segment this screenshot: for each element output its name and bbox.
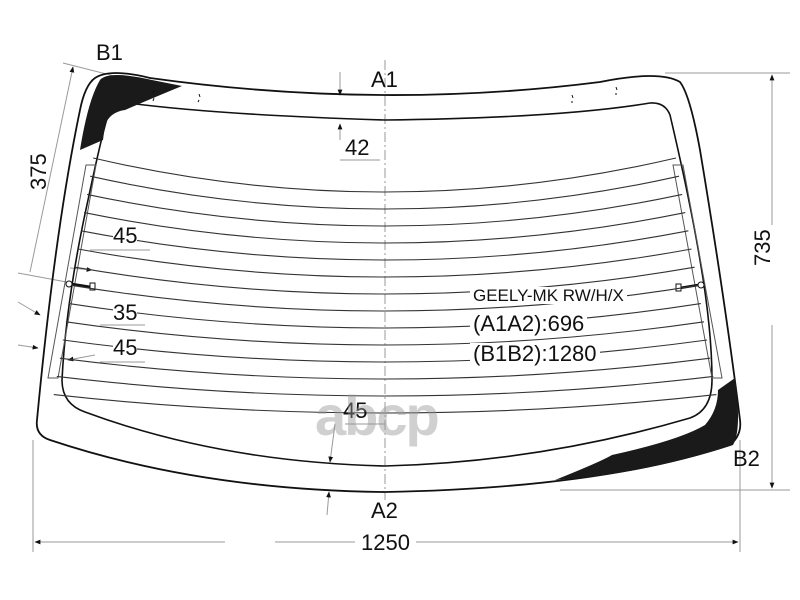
dimension-width: 1250	[355, 532, 416, 554]
part-code: GEELY-MK RW/H/X	[470, 287, 627, 304]
dimension-height: 735	[750, 225, 775, 270]
heater-line	[83, 212, 686, 244]
dimension-diagonal: 375	[26, 153, 51, 190]
heater-grid	[53, 157, 717, 414]
heater-line	[65, 321, 705, 346]
heater-line	[74, 266, 695, 295]
glass-inner-edge	[61, 101, 713, 467]
point-label-b2: B2	[733, 446, 760, 471]
point-label-b1: B1	[96, 40, 123, 65]
watermark-logo: abcp	[315, 384, 440, 447]
a1a2-measure: (A1A2):696	[470, 313, 588, 335]
heater-line	[56, 375, 714, 397]
busbar-right	[672, 164, 723, 379]
ceramic-corner-b1	[80, 75, 182, 150]
busbar-left	[47, 164, 97, 379]
connector-left	[65, 280, 96, 291]
fixing-marks	[152, 86, 618, 103]
dimension-side-offset-1: 45	[113, 223, 138, 248]
dimension-bottom-band: 45	[343, 398, 368, 423]
heater-line	[68, 303, 701, 329]
heater-line	[53, 394, 717, 414]
heater-line	[80, 230, 689, 261]
heater-line	[87, 193, 683, 227]
b1b2-measure: (B1B2):1280	[470, 343, 600, 365]
heater-line	[62, 339, 708, 363]
ceramic-corner-b2	[555, 378, 739, 480]
heater-line	[90, 175, 680, 210]
heater-line	[77, 248, 692, 278]
point-label-a2: A2	[371, 498, 398, 523]
heater-line	[59, 357, 711, 380]
dimension-side-offset-3: 45	[113, 335, 138, 360]
dimension-side-offset-2: 35	[113, 300, 138, 325]
dimension-lines	[17, 60, 790, 552]
heater-line	[93, 157, 677, 193]
dimension-top-band: 42	[345, 135, 370, 160]
point-label-a1: A1	[371, 67, 398, 92]
